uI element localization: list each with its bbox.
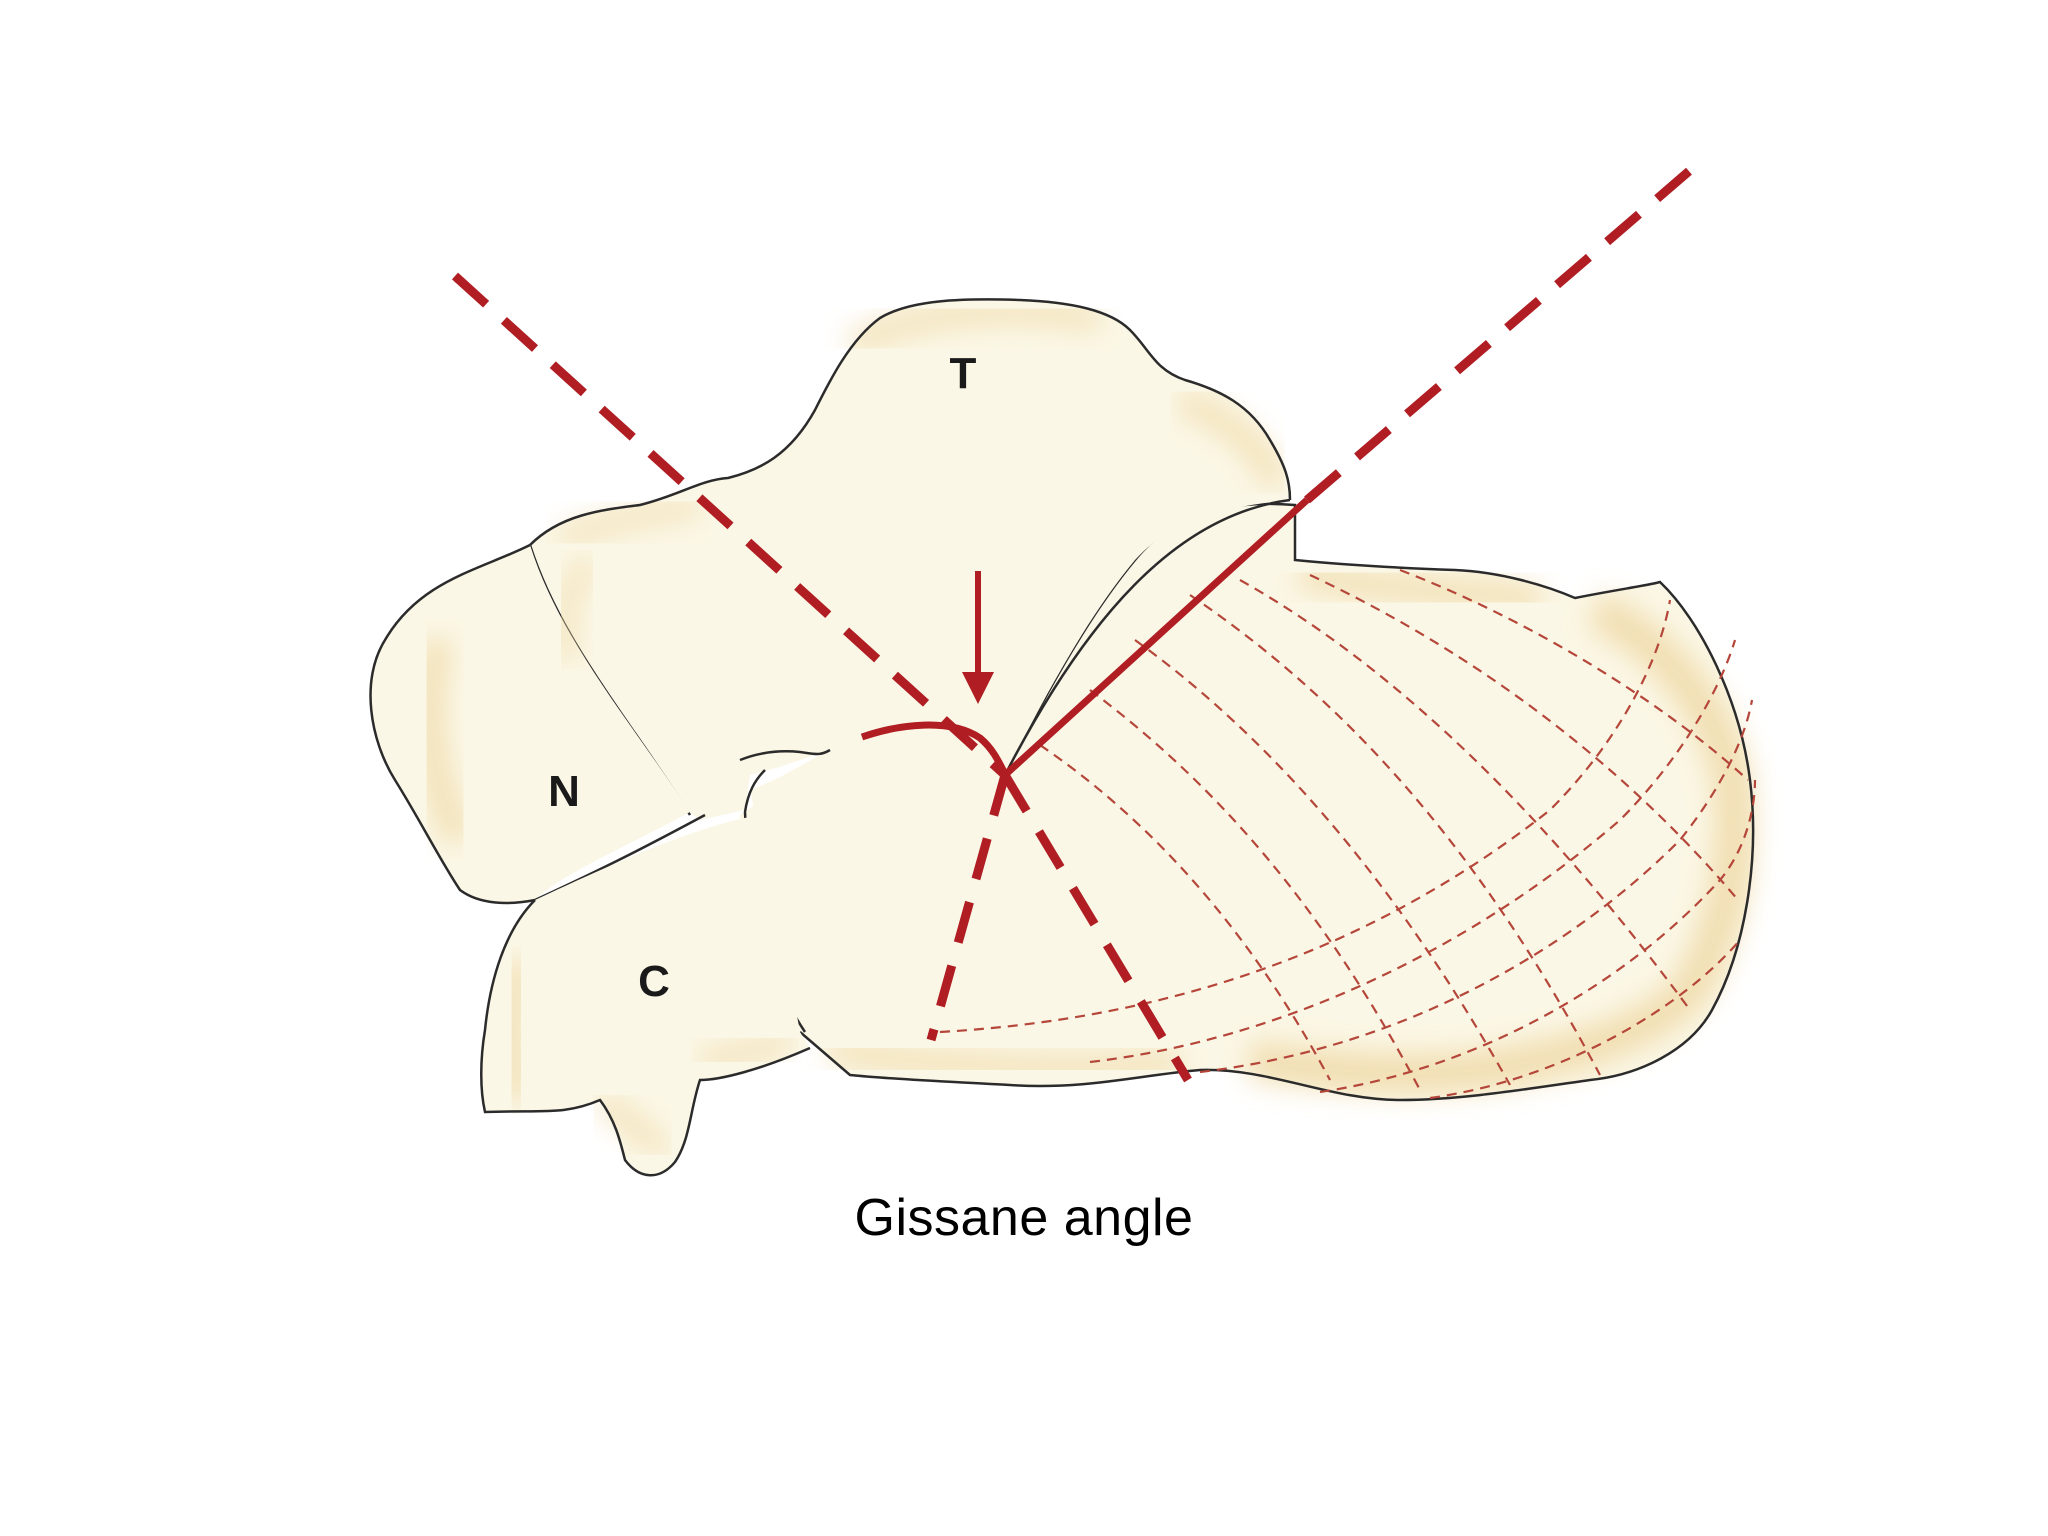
anterior-line-dashed [451,272,1009,779]
down-arrow-icon [962,571,994,704]
figure-caption: Gissane angle [854,1189,1194,1247]
posterior-facet-line-solid [1002,497,1310,778]
posterior-facet-line-dashed [1304,156,1705,504]
cuboid-label: C [638,957,670,1006]
angle-arc [860,721,1008,774]
navicular-bone: N [369,543,706,905]
trabecular-pattern [939,568,1757,1100]
vertical-line-dashed [926,773,1010,1042]
posterior-lower-line-dashed [1001,772,1192,1083]
navicular-label: N [548,767,580,816]
talus-bone [528,298,1292,820]
gissane-angle-lines [451,156,1705,1083]
cuboid-bone: C [480,815,811,1177]
talus-label: T [950,349,977,398]
